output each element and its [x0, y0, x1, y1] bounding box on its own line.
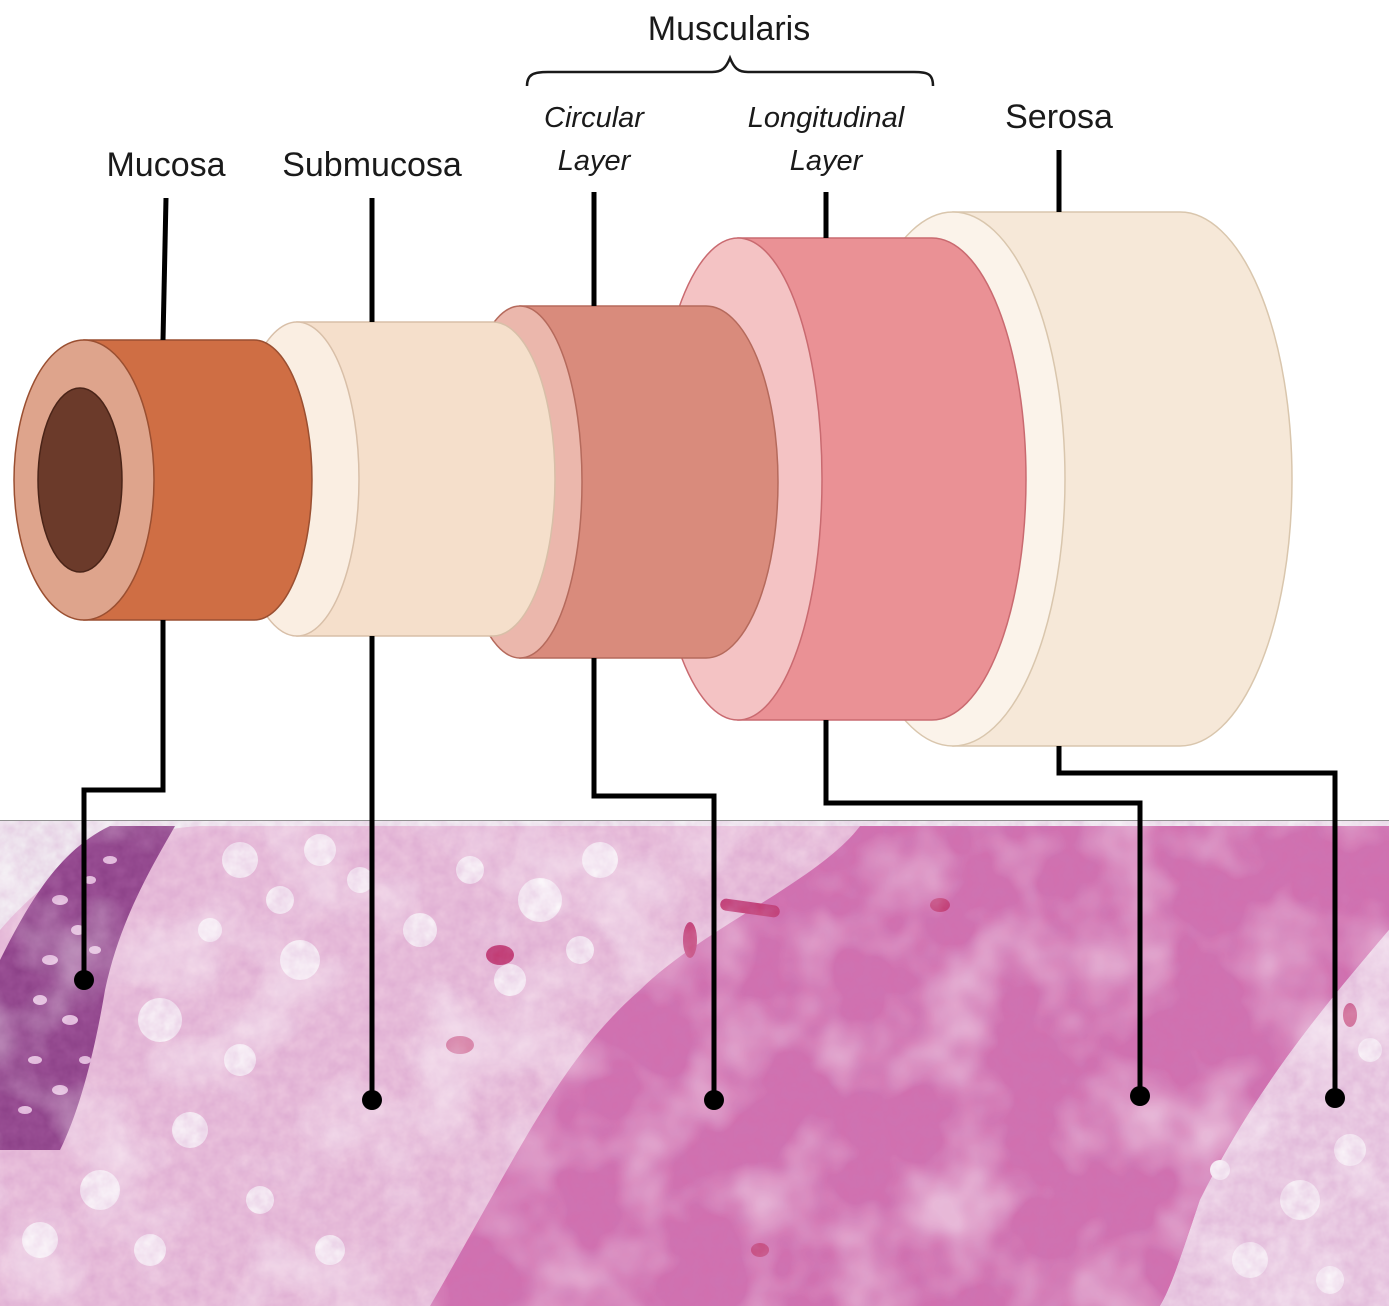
mucosa-lumen — [38, 388, 122, 572]
longitudinal-layer-label-line1: Longitudinal — [748, 102, 906, 134]
mucosa-top-leader — [163, 198, 166, 340]
longitudinal-layer-label-line2: Layer — [790, 145, 864, 177]
circular-layer-label-line2: Layer — [558, 145, 632, 177]
serosa-label: Serosa — [1005, 98, 1113, 136]
serosa-marker-dot — [1325, 1088, 1345, 1108]
longitudinal-marker-dot — [1130, 1086, 1150, 1106]
mucosa-layer — [14, 340, 312, 620]
muscularis-label: Muscularis — [648, 10, 810, 48]
mucosa-marker-dot — [74, 970, 94, 990]
circular-layer-label-line1: Circular — [544, 102, 645, 134]
submucosa-marker-dot — [362, 1090, 382, 1110]
tissue-blotches — [0, 820, 1389, 1306]
circular-marker-dot — [704, 1090, 724, 1110]
submucosa-label: Submucosa — [282, 146, 462, 184]
muscularis-brace — [527, 58, 933, 86]
histology-micrograph — [0, 820, 1389, 1306]
mucosa-label: Mucosa — [106, 146, 225, 184]
